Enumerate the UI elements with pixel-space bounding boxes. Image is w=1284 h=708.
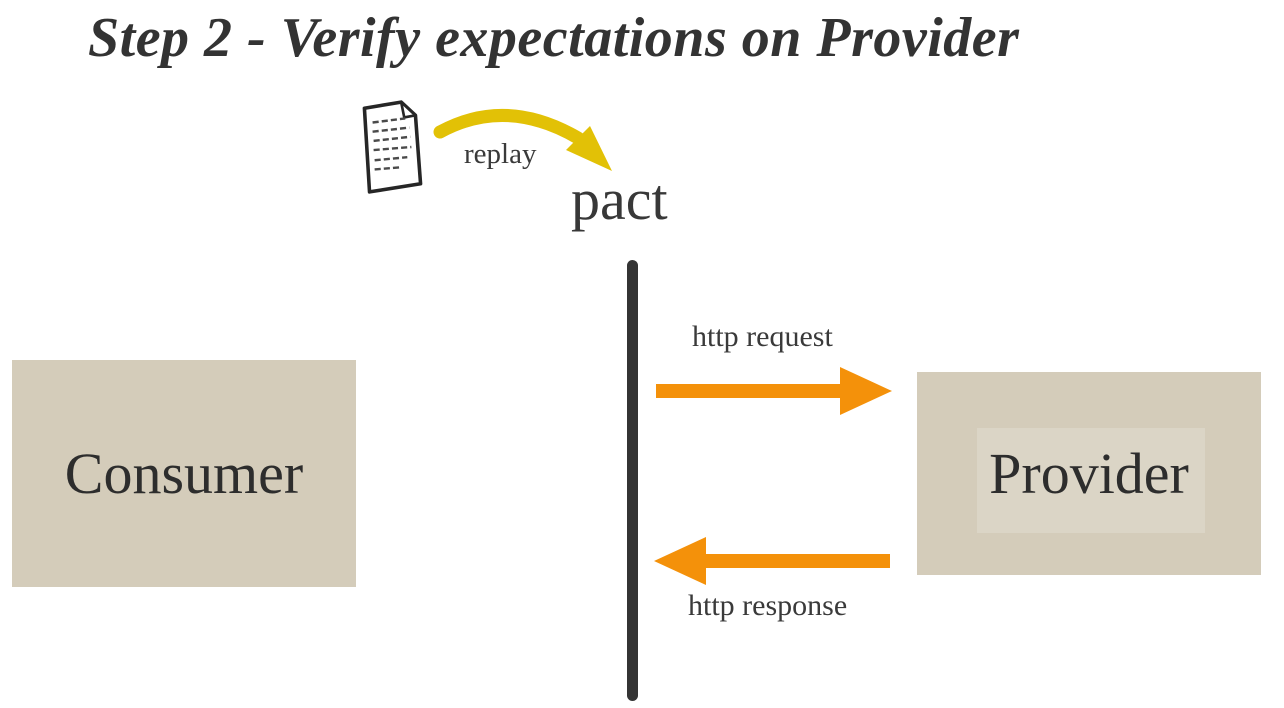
http-response-label: http response (688, 589, 848, 622)
replay-label: replay (464, 138, 537, 170)
http-request-label: http request (692, 320, 833, 353)
document-scribble-lines (372, 117, 412, 171)
replay-curved-arrow-icon (433, 108, 612, 171)
http-request-arrow-icon (656, 367, 892, 415)
pact-contract-document-icon (362, 100, 423, 194)
provider-label: Provider (989, 440, 1189, 506)
http-response-arrow-icon (654, 537, 890, 585)
provider-label-backdrop (977, 428, 1205, 533)
document-fold-corner (399, 100, 417, 119)
provider-box: Provider (917, 372, 1261, 575)
consumer-label: Consumer (64, 440, 304, 506)
page-title: Step 2 - Verify expectations on Provider (88, 7, 1020, 69)
pact-lifeline (627, 260, 638, 701)
consumer-box: Consumer (12, 360, 356, 587)
pact-label: pact (571, 167, 668, 232)
